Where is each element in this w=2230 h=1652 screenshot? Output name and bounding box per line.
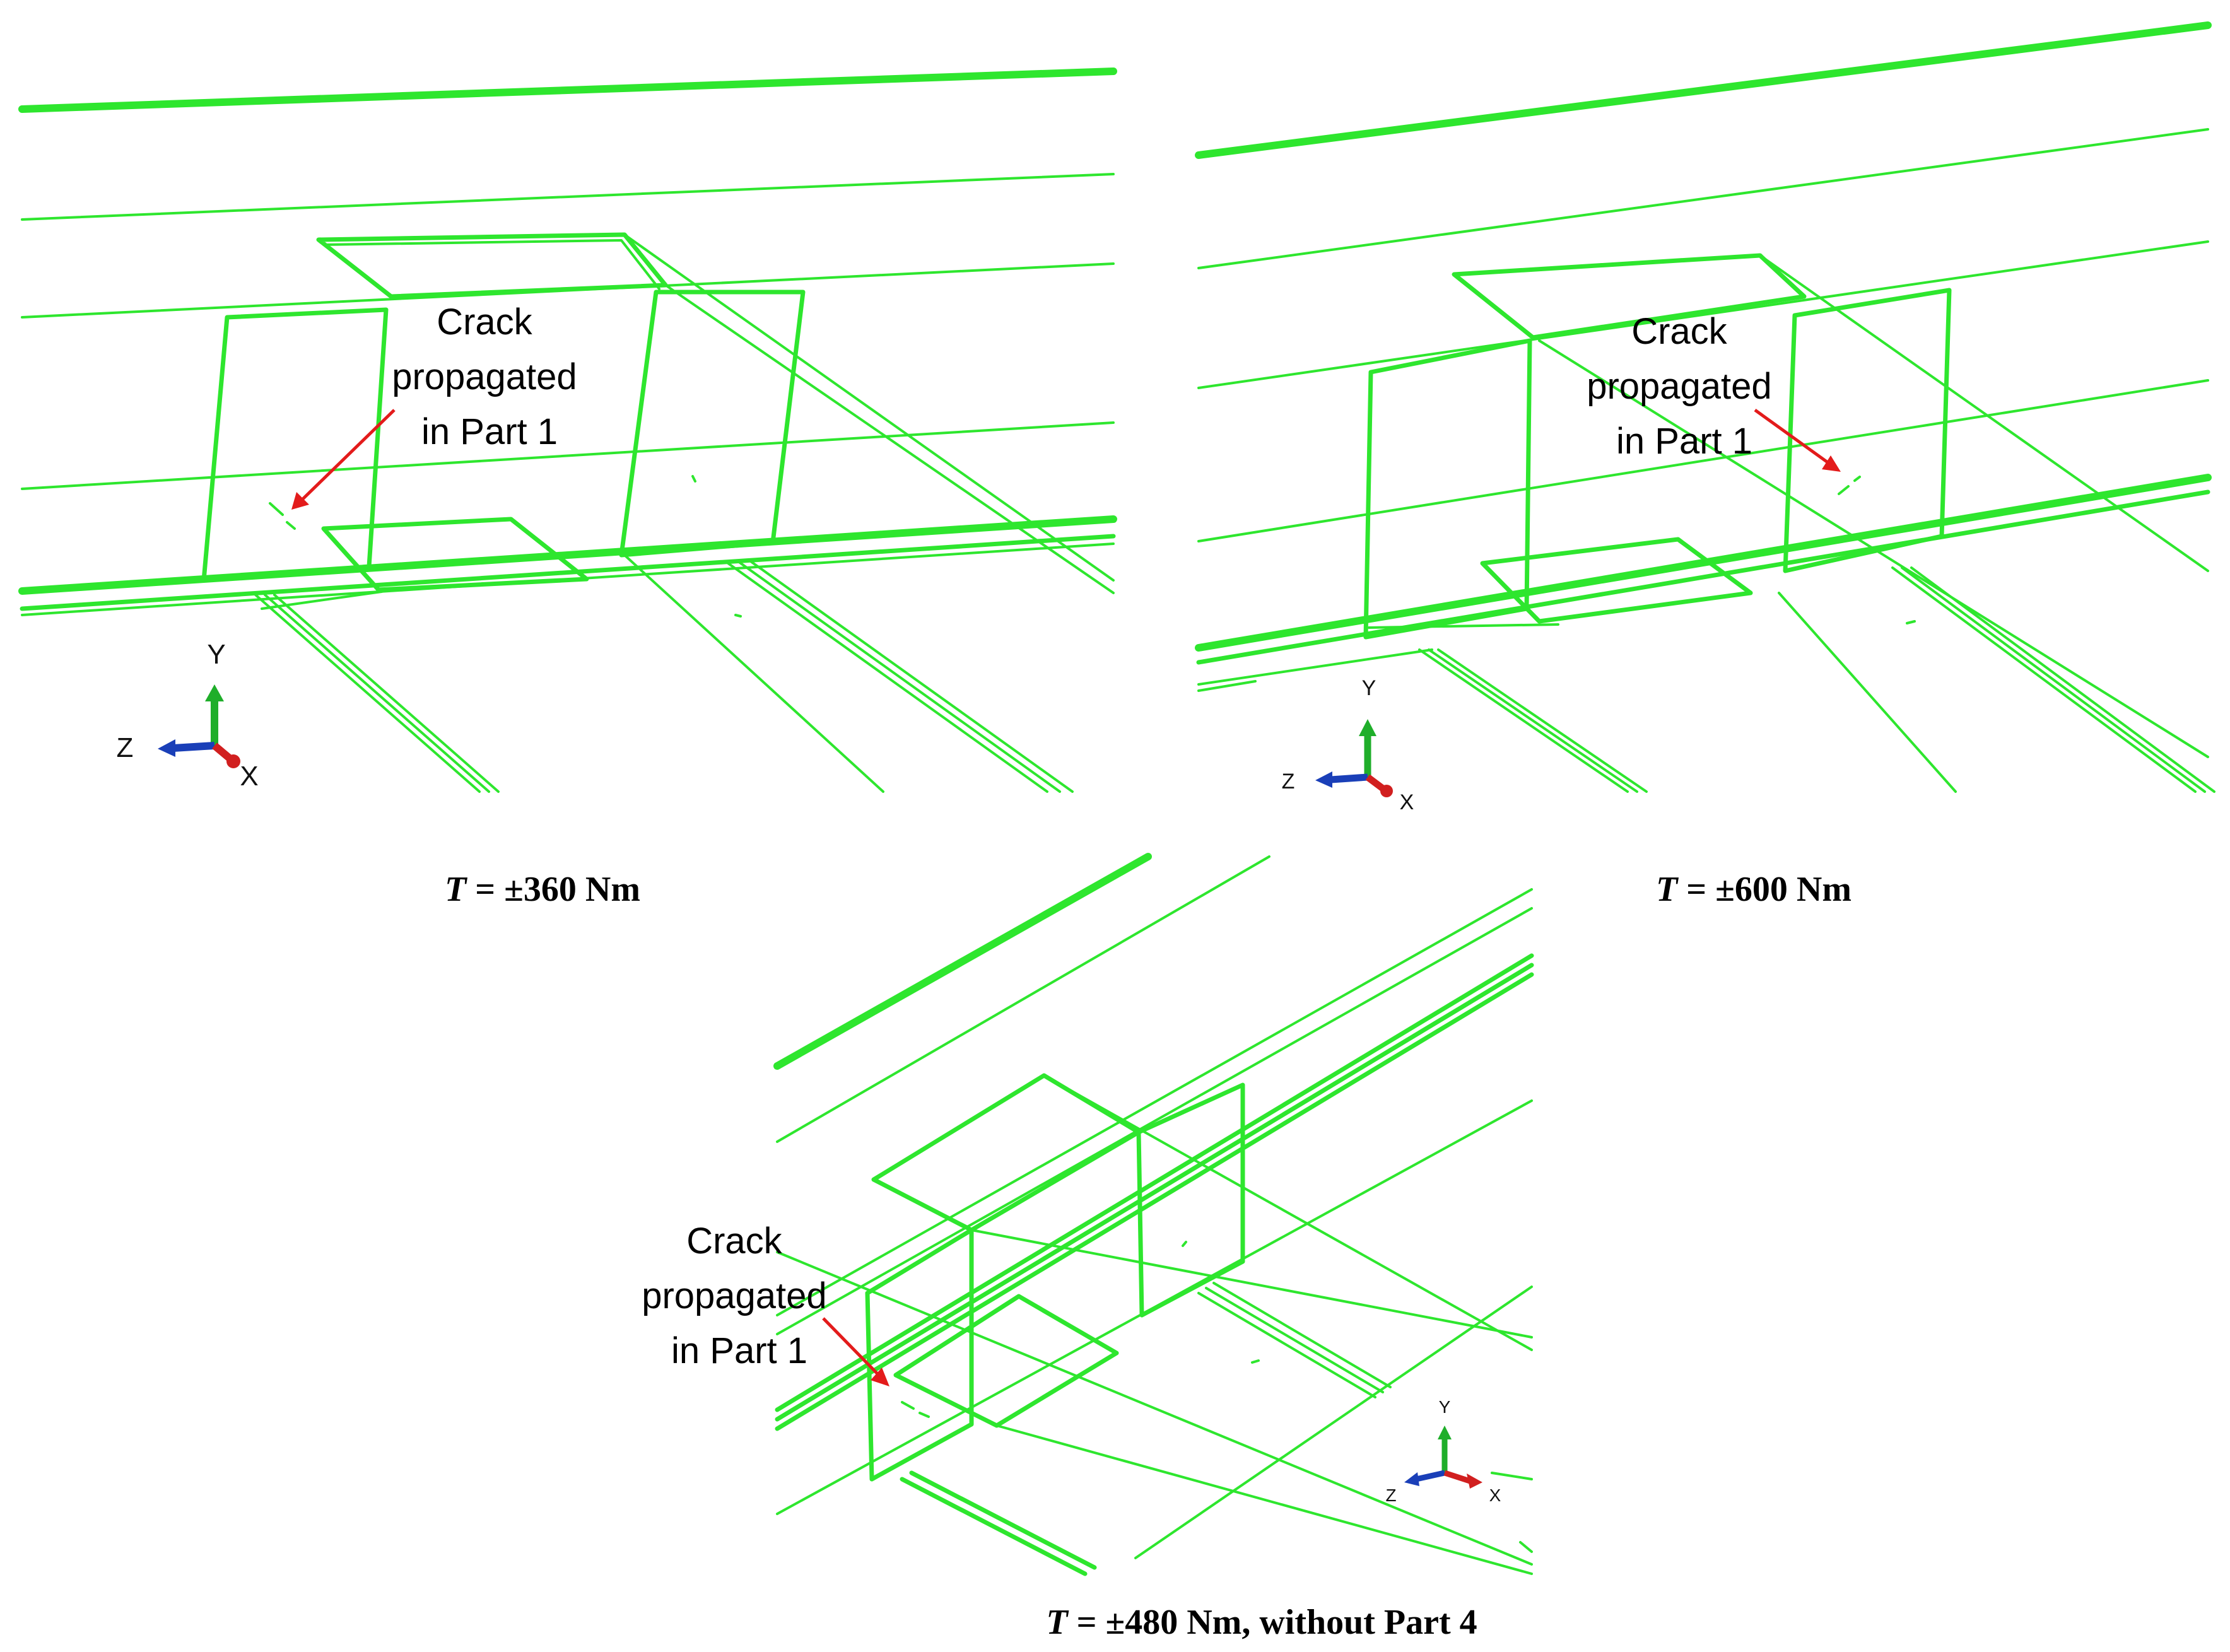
panel-a-annotation-line-2: propagated xyxy=(392,356,577,397)
panel-a-axis-triad: Y Z X xyxy=(117,639,259,792)
panel-b-annotation-line-3: in Part 1 xyxy=(1616,421,1752,462)
panel-b-crack-arrow xyxy=(1754,408,1841,472)
z-axis-arrow xyxy=(1416,1470,1445,1482)
x-axis-arrow xyxy=(1365,774,1385,792)
panel-a-annotation: Crack propagated in Part 1 xyxy=(392,302,587,452)
panel-b-axis-triad: Y Z X xyxy=(1282,676,1414,814)
z-axis-arrowhead xyxy=(1404,1472,1419,1486)
y-axis-arrowhead xyxy=(1359,719,1376,736)
x-axis-arrow xyxy=(212,742,233,762)
panel-c-caption: T = ±480 Nm, without Part 4 xyxy=(1046,1603,1477,1642)
panel-b-caption: T = ±600 Nm xyxy=(1656,870,1851,909)
panel-b-annotation-line-2: propagated xyxy=(1587,366,1771,407)
z-axis-label: Z xyxy=(1282,770,1295,794)
panel-c-axis-triad: Y Z X xyxy=(1385,1397,1501,1505)
z-axis-arrow xyxy=(1330,773,1368,783)
x-axis-label: X xyxy=(1400,790,1414,814)
x-axis-arrowhead xyxy=(1380,785,1393,797)
panel-a-annotation-line-3: in Part 1 xyxy=(421,411,558,452)
y-axis-label: Y xyxy=(1362,676,1376,700)
panel-a-annotation-line-1: Crack xyxy=(437,302,532,343)
x-axis-label: X xyxy=(240,761,258,792)
panel-b-annotation: Crack propagated in Part 1 xyxy=(1587,311,1782,462)
panel-a-wireframe xyxy=(18,67,1117,793)
panel-c-annotation: Crack propagated in Part 1 xyxy=(642,1221,837,1371)
z-axis-label: Z xyxy=(1385,1485,1396,1505)
x-axis-arrowhead xyxy=(226,754,240,768)
z-axis-arrowhead xyxy=(1315,771,1332,788)
panel-a-caption: T = ±360 Nm xyxy=(445,870,640,909)
x-axis-arrowhead xyxy=(1467,1473,1482,1489)
panel-c-crack-arrow xyxy=(822,1317,889,1386)
x-axis-label: X xyxy=(1489,1485,1501,1505)
y-axis-arrowhead xyxy=(205,684,224,701)
panel-c-annotation-line-1: Crack xyxy=(686,1221,782,1262)
panel-b-wireframe xyxy=(1195,21,2215,793)
panel-c-annotation-line-2: propagated xyxy=(642,1275,826,1316)
y-axis-label: Y xyxy=(1439,1397,1451,1417)
z-axis-label: Z xyxy=(117,732,134,763)
z-axis-arrow xyxy=(173,742,215,752)
panel-c-annotation-line-3: in Part 1 xyxy=(671,1330,807,1371)
y-axis-arrowhead xyxy=(1438,1426,1452,1439)
panel-c-wireframe xyxy=(773,853,1534,1576)
x-axis-arrow xyxy=(1443,1470,1471,1484)
panel-b-annotation-line-1: Crack xyxy=(1631,311,1727,352)
z-axis-arrowhead xyxy=(158,739,175,757)
panel-a-crack-arrow xyxy=(291,409,396,510)
y-axis-label: Y xyxy=(207,639,225,670)
